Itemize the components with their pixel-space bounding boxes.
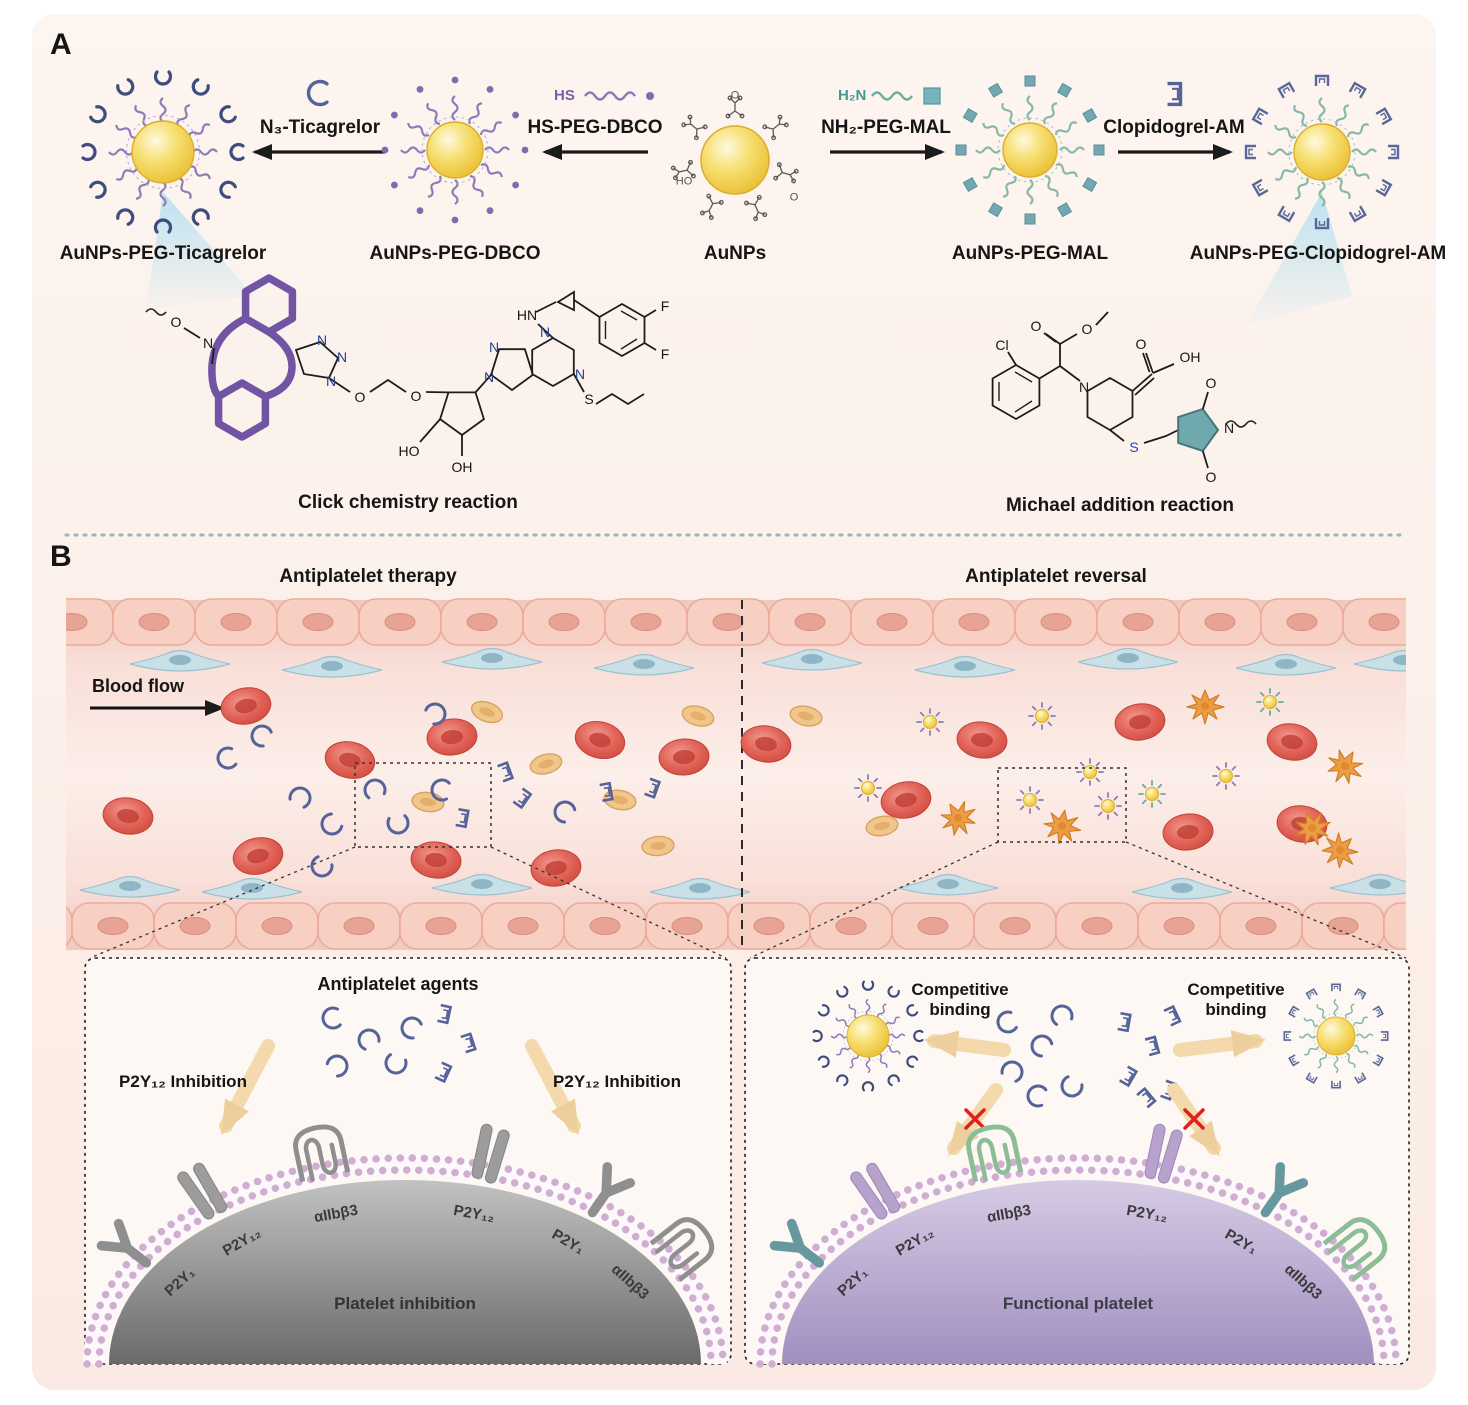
h2n-label: H₂N: [838, 87, 867, 104]
inhibition-arrow-left: [219, 1039, 275, 1136]
atom-s: S: [584, 390, 594, 407]
spotlight-beam-right: [1246, 192, 1352, 326]
np-label-clopidogrel: AuNPs-PEG-Clopidogrel-AM: [1189, 243, 1447, 264]
atom-n: N: [574, 365, 586, 382]
membrane-outer-beads-left: [83, 1154, 727, 1368]
inset-left-title: Antiplatelet agents: [317, 974, 479, 994]
atom-o: O: [1135, 335, 1147, 352]
np-label-ticagrelor: AuNPs-PEG-Ticagrelor: [59, 243, 267, 264]
inset-left-art: [83, 1003, 727, 1368]
atom-n: N: [202, 334, 214, 351]
spotlight-beam-left: [146, 192, 254, 310]
dbco-purple-rings: [208, 274, 297, 441]
atom-f: F: [660, 345, 670, 362]
atom-oh: OH: [451, 458, 473, 475]
atom-n: N: [336, 348, 348, 365]
hs-label: HS: [554, 87, 575, 104]
zoom-box-right: [997, 767, 1127, 843]
membrane-band-left: [83, 1154, 727, 1365]
maleimide-squiggle: [1225, 420, 1257, 428]
panel-a-art: [83, 72, 1398, 469]
click-caption: Click chemistry reaction: [298, 492, 518, 513]
maleimide-ring: [1177, 407, 1220, 453]
hs-peg-squiggle: [584, 91, 636, 101]
platelet-inhibition-label: Platelet inhibition: [334, 1294, 476, 1313]
atom-cl: Cl: [995, 336, 1009, 353]
atom-n: N: [316, 331, 328, 348]
atom-n: N: [483, 368, 495, 385]
click-structure: [145, 274, 657, 456]
np-label-aunps: AuNPs: [703, 243, 767, 264]
arrow-label-n3-ticagrelor: N₃-Ticagrelor: [259, 117, 381, 138]
atom-o: O: [1205, 374, 1217, 391]
atom-f: F: [660, 297, 670, 314]
vessel-wall-bottom: [66, 902, 1406, 950]
inhibition-arrow-right: [525, 1039, 581, 1136]
arrow-label-nh2-peg-mal: NH₂-PEG-MAL: [821, 117, 951, 138]
inset-right-art: [756, 982, 1400, 1368]
atom-o: O: [1030, 317, 1042, 334]
atom-o: O: [1081, 320, 1093, 337]
clopidogrel-skeleton: [991, 311, 1179, 444]
citrate-label-o-right: O: [789, 191, 799, 204]
atom-s: S: [1129, 438, 1139, 455]
zoom-connectors: [89, 841, 1407, 959]
membrane-inner-beads-right: [768, 1166, 1388, 1368]
michael-structure: [991, 311, 1257, 469]
citrate-label-o-top: O: [730, 89, 740, 102]
citrate-label-ho: HO: [675, 175, 693, 188]
atom-hn: HN: [516, 306, 538, 323]
membrane-outer-beads-right: [756, 1154, 1400, 1368]
membrane-band-right: [756, 1154, 1400, 1365]
arrow-label-hs-peg-dbco: HS-PEG-DBCO: [527, 117, 663, 138]
atom-o: O: [1205, 468, 1217, 485]
membrane-inner-beads-left: [95, 1166, 715, 1368]
michael-caption: Michael addition reaction: [1005, 495, 1235, 516]
arrow-label-clopidogrel-am: Clopidogrel-AM: [1103, 117, 1245, 138]
inhibition-label-left: P2Y₁₂ Inhibition: [119, 1072, 247, 1091]
blood-flow-label: Blood flow: [92, 676, 184, 696]
vessel: [66, 598, 1406, 950]
competitive-binding-right: Competitive binding: [1187, 980, 1285, 1019]
atom-n: N: [488, 338, 500, 355]
competitive-binding-arrow-left: [923, 1030, 1011, 1058]
atom-n: N: [325, 372, 337, 389]
atom-n: N: [1223, 419, 1235, 436]
reversal-title: Antiplatelet reversal: [965, 566, 1147, 587]
atom-ho: HO: [398, 442, 420, 459]
competitive-binding-arrow-right: [1173, 1030, 1267, 1058]
functional-platelet-label: Functional platelet: [1002, 1294, 1154, 1313]
platelet-functional-body: [782, 1180, 1374, 1364]
atom-oh: OH: [1179, 348, 1201, 365]
therapy-title: Antiplatelet therapy: [279, 566, 457, 587]
nh2-peg-squiggle: [871, 91, 913, 101]
atom-n: N: [539, 323, 551, 340]
panel-a-label: A: [50, 28, 72, 61]
atom-n: N: [1078, 378, 1090, 395]
blocked-x-right: [1183, 1108, 1205, 1130]
np-label-dbco: AuNPs-PEG-DBCO: [369, 243, 541, 264]
np-label-mal: AuNPs-PEG-MAL: [951, 243, 1109, 264]
platelet-inhibited-body: [109, 1180, 701, 1364]
zoom-box-left: [354, 762, 492, 848]
ticagrelor-skeleton: [145, 290, 657, 456]
panel-b-label: B: [50, 540, 72, 573]
dbco-dot-icon: [646, 92, 654, 100]
atom-o: O: [410, 387, 422, 404]
blocked-x-left: [964, 1108, 986, 1130]
maleimide-carbonyls: [1201, 391, 1209, 469]
atom-o: O: [170, 313, 182, 330]
vessel-wall-top: [66, 598, 1406, 646]
inhibition-label-right: P2Y₁₂ Inhibition: [553, 1072, 681, 1091]
competitive-binding-left: Competitive binding: [911, 980, 1009, 1019]
maleimide-square-icon: [923, 87, 941, 105]
atom-o: O: [354, 388, 366, 405]
